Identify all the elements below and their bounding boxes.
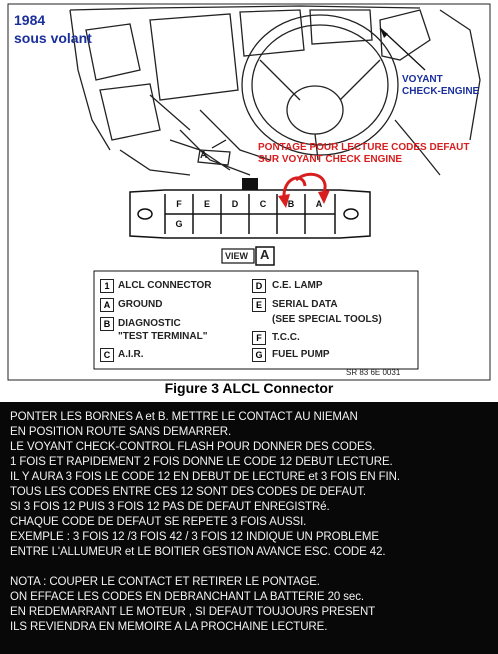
- legend-key-g: G: [252, 348, 266, 362]
- view-word: VIEW: [225, 251, 249, 261]
- legend-text-g: FUEL PUMP: [272, 349, 330, 360]
- pin-label-d: D: [231, 199, 239, 209]
- legend-text-e: SERIAL DATA: [272, 299, 338, 310]
- figure-caption: Figure 3 ALCL Connector: [164, 380, 334, 396]
- notes-line: PONTER LES BORNES A et B. METTRE LE CONT…: [10, 411, 358, 423]
- voyant-callout-line1: VOYANT: [402, 74, 443, 85]
- legend-key-a: A: [100, 298, 114, 312]
- pin-label-f: F: [176, 199, 182, 209]
- pin-label-g: G: [175, 219, 183, 229]
- dashboard-illustration: [7, 3, 491, 381]
- notes-line: CHAQUE CODE DE DEFAUT SE REPETE 3 FOIS A…: [10, 516, 307, 528]
- pointer-a-label: A: [200, 150, 208, 161]
- legend-text-f: T.C.C.: [272, 332, 300, 343]
- notes-line: IL Y AURA 3 FOIS LE CODE 12 EN DEBUT DE …: [10, 471, 400, 483]
- legend-key-f: F: [252, 331, 266, 345]
- view-letter: A: [260, 247, 270, 262]
- location-label: sous volant: [14, 30, 92, 46]
- notes-line: EN REDEMARRANT LE MOTEUR , SI DEFAUT TOU…: [10, 606, 376, 618]
- notes-line: SI 3 FOIS 12 PUIS 3 FOIS 12 PAS DE DEFAU…: [10, 501, 330, 513]
- notes-line: LE VOYANT CHECK-CONTROL FLASH POUR DONNE…: [10, 441, 376, 453]
- notes-line: ILS REVIENDRA EN MEMOIRE A LA PROCHAINE …: [10, 621, 328, 633]
- alcl-connector: [129, 189, 371, 239]
- notes-line: EXEMPLE : 3 FOIS 12 /3 FOIS 42 / 3 FOIS …: [10, 531, 379, 543]
- legend-text-e-cont: (SEE SPECIAL TOOLS): [272, 314, 382, 325]
- connector-key-tab: [242, 178, 258, 190]
- legend-key-c: C: [100, 348, 114, 362]
- pin-label-b: B: [287, 199, 295, 209]
- dashboard-drawing: [69, 5, 481, 176]
- year-label: 1984: [14, 12, 46, 28]
- pontage-callout-line2: SUR VOYANT CHECK ENGINE: [258, 154, 403, 165]
- legend-key-d: D: [252, 279, 266, 293]
- legend-text-d: C.E. LAMP: [272, 280, 323, 291]
- legend-text-1: ALCL CONNECTOR: [118, 280, 212, 291]
- legend-key-e: E: [252, 298, 266, 312]
- legend-text-a: GROUND: [118, 299, 163, 310]
- notes-line: 1 FOIS ET RAPIDEMENT 2 FOIS DONNE LE COD…: [10, 456, 393, 468]
- legend-key-1: 1: [100, 279, 114, 293]
- pontage-callout-line1: PONTAGE POUR LECTURE CODES DEFAUT: [258, 142, 470, 153]
- notes-line: EN POSITION ROUTE SANS DEMARRER.: [10, 426, 232, 438]
- pin-label-c: C: [259, 199, 267, 209]
- instructions-panel: PONTER LES BORNES A et B. METTRE LE CONT…: [0, 402, 498, 654]
- legend-text-b-cont: "TEST TERMINAL": [118, 331, 208, 342]
- legend-key-b: B: [100, 317, 114, 331]
- notes-line: ENTRE L'ALLUMEUR et LE BOITIER GESTION A…: [10, 546, 386, 558]
- pin-label-e: E: [203, 199, 210, 209]
- notes-line: NOTA : COUPER LE CONTACT ET RETIRER LE P…: [10, 576, 320, 588]
- pin-label-a: A: [315, 199, 323, 209]
- legend-text-b: DIAGNOSTIC: [118, 318, 181, 329]
- diagram-panel: 1984 sous volant VOYANT CHECK-ENGINE PON…: [7, 3, 491, 396]
- voyant-callout-line2: CHECK-ENGINE: [402, 86, 480, 97]
- reference-code: SR 83 6E 0031: [346, 368, 401, 377]
- legend-text-c: A.I.R.: [118, 349, 144, 360]
- notes-line: TOUS LES CODES ENTRE CES 12 SONT DES COD…: [10, 486, 366, 498]
- notes-line: ON EFFACE LES CODES EN DEBRANCHANT LA BA…: [10, 591, 364, 603]
